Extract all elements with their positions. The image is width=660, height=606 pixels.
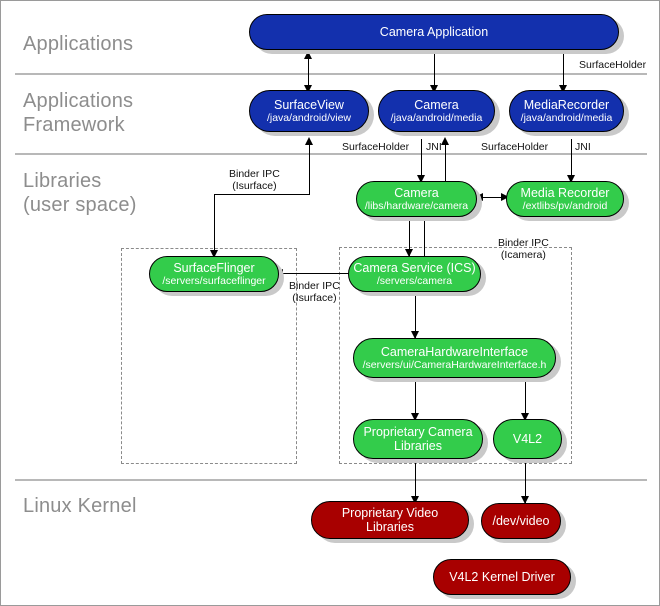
node-camera-framework-title: Camera (414, 98, 459, 112)
arrowhead-chi-v4l2 (521, 413, 529, 421)
node-surfaceview[interactable]: SurfaceView /java/android/view (249, 90, 369, 132)
arrowhead-media-recorder-lib-right (501, 193, 509, 201)
node-v4l2[interactable]: V4L2 (493, 419, 562, 459)
group-surfaceflinger-process (121, 248, 297, 464)
node-surfaceview-title: SurfaceView (274, 98, 344, 112)
node-proprietary-video-libraries-subtitle: Libraries (366, 520, 414, 534)
node-v4l2-title: V4L2 (512, 432, 543, 446)
layer-label-libraries: Libraries (user space) (23, 170, 137, 216)
node-media-recorder-lib-title: Media Recorder (520, 186, 610, 200)
node-v4l2-kernel-driver[interactable]: V4L2 Kernel Driver (433, 559, 571, 595)
label-surfaceholder-app: SurfaceHolder (579, 59, 647, 71)
node-mediarecorder[interactable]: MediaRecorder /java/android/media (509, 90, 624, 132)
node-dev-video[interactable]: /dev/video (481, 503, 561, 539)
arrowhead-app-surfaceview-down (304, 85, 312, 93)
node-media-recorder-lib-subtitle: /extlibs/pv/android (522, 200, 608, 212)
arrowhead-proprietary-camera-to-video (411, 496, 419, 504)
arrowhead-camera-lib-camera-fw (441, 137, 449, 145)
node-proprietary-camera-libraries[interactable]: Proprietary Camera Libraries (353, 419, 483, 459)
arrowhead-camera-fw-camera-lib (417, 175, 425, 183)
node-camera-lib[interactable]: Camera /libs/hardware/camera (356, 181, 477, 217)
arrowhead-camera-lib-camera-service (405, 249, 413, 257)
edge-app-mediarecorder (563, 53, 565, 91)
arrowhead-camera-service-chi (411, 331, 419, 339)
edge-mediarecorder-media-recorder-lib (571, 139, 573, 183)
separator-applications (15, 73, 647, 75)
label-jni-camera: JNI (426, 141, 442, 153)
edge-camera-fw-camera-lib-down (421, 139, 423, 183)
node-media-recorder-lib[interactable]: Media Recorder /extlibs/pv/android (506, 181, 624, 217)
arrowhead-surfaceview-binder (305, 137, 313, 145)
node-camera-application[interactable]: Camera Application (249, 14, 619, 50)
node-proprietary-video-libraries[interactable]: Proprietary Video Libraries (311, 501, 469, 539)
layer-label-applications-framework: Applications Framework (23, 90, 134, 136)
edge-surfaceview-binder-vertical (309, 139, 311, 195)
edge-chi-v4l2 (525, 379, 527, 419)
edge-camera-service-surfaceflinger (282, 273, 350, 275)
node-mediarecorder-subtitle: /java/android/media (520, 112, 613, 124)
layer-label-applications: Applications (23, 33, 134, 55)
node-v4l2-kernel-driver-title: V4L2 Kernel Driver (449, 570, 555, 584)
edge-camera-lib-camera-fw-up (445, 139, 447, 183)
separator-framework (15, 153, 647, 155)
node-surfaceflinger[interactable]: SurfaceFlinger /servers/surfaceflinger (149, 256, 279, 292)
arrowhead-chi-proprietary-camera-libraries (411, 413, 419, 421)
node-mediarecorder-title: MediaRecorder (523, 98, 610, 112)
node-surfaceflinger-subtitle: /servers/surfaceflinger (162, 275, 266, 287)
label-jni-recorder: JNI (575, 141, 591, 153)
arrowhead-v4l2-dev-video (521, 496, 529, 504)
label-binder-ipc-isurface-mid: Binder IPC (Isurface) (289, 280, 340, 304)
edge-camera-service-camera-lib-up (424, 213, 426, 257)
node-camera-service-subtitle: /servers/camera (376, 275, 453, 287)
node-camera-application-title: Camera Application (379, 25, 489, 39)
arrowhead-binder-surfaceflinger (210, 250, 218, 258)
edge-camera-lib-camera-service-down (409, 213, 411, 257)
label-binder-ipc-isurface-top: Binder IPC (Isurface) (229, 168, 280, 192)
node-proprietary-camera-libraries-subtitle: Libraries (394, 439, 442, 453)
arrowhead-app-mediarecorder (559, 85, 567, 93)
node-camera-service-title: Camera Service (ICS) (353, 261, 476, 275)
separator-kernel (15, 479, 647, 481)
arrowhead-mediarecorder-media-recorder-lib (567, 175, 575, 183)
node-camera-lib-title: Camera (394, 186, 439, 200)
node-camera-framework-subtitle: /java/android/media (390, 112, 483, 124)
label-binder-ipc-icamera: Binder IPC (Icamera) (498, 237, 549, 261)
node-proprietary-camera-libraries-title: Proprietary Camera (363, 425, 473, 439)
node-surfaceflinger-title: SurfaceFlinger (173, 261, 255, 275)
group-camera-service-process (339, 247, 572, 464)
edge-proprietary-camera-to-video (415, 459, 417, 503)
edge-app-camera (434, 53, 436, 91)
edge-camera-service-chi (415, 292, 417, 338)
edge-binder-isurface-down (214, 194, 216, 256)
edge-chi-proprietary-camera-libraries (415, 379, 417, 419)
node-camera-hardware-interface-title: CameraHardwareInterface (380, 345, 529, 359)
layer-label-linux-kernel: Linux Kernel (23, 495, 137, 517)
node-dev-video-title: /dev/video (492, 514, 550, 528)
node-camera-lib-subtitle: /libs/hardware/camera (364, 200, 469, 212)
edge-v4l2-dev-video (525, 459, 527, 503)
arrowhead-app-camera (430, 85, 438, 93)
edge-binder-isurface-horizontal (214, 194, 310, 196)
edge-app-surfaceview (308, 53, 310, 91)
arrowhead-app-surfaceview-up (304, 51, 312, 59)
edge-camera-lib-media-recorder-lib (482, 197, 506, 199)
label-surfaceholder-camera: SurfaceHolder (342, 141, 410, 153)
node-camera-hardware-interface-subtitle: /servers/ui/CameraHardwareInterface.h (362, 359, 547, 371)
label-surfaceholder-recorder: SurfaceHolder (481, 141, 549, 153)
node-proprietary-video-libraries-title: Proprietary Video (341, 506, 439, 520)
node-camera-hardware-interface[interactable]: CameraHardwareInterface /servers/ui/Came… (353, 338, 556, 378)
node-camera-framework[interactable]: Camera /java/android/media (378, 90, 495, 132)
node-camera-service[interactable]: Camera Service (ICS) /servers/camera (348, 256, 481, 292)
node-surfaceview-subtitle: /java/android/view (266, 112, 352, 124)
